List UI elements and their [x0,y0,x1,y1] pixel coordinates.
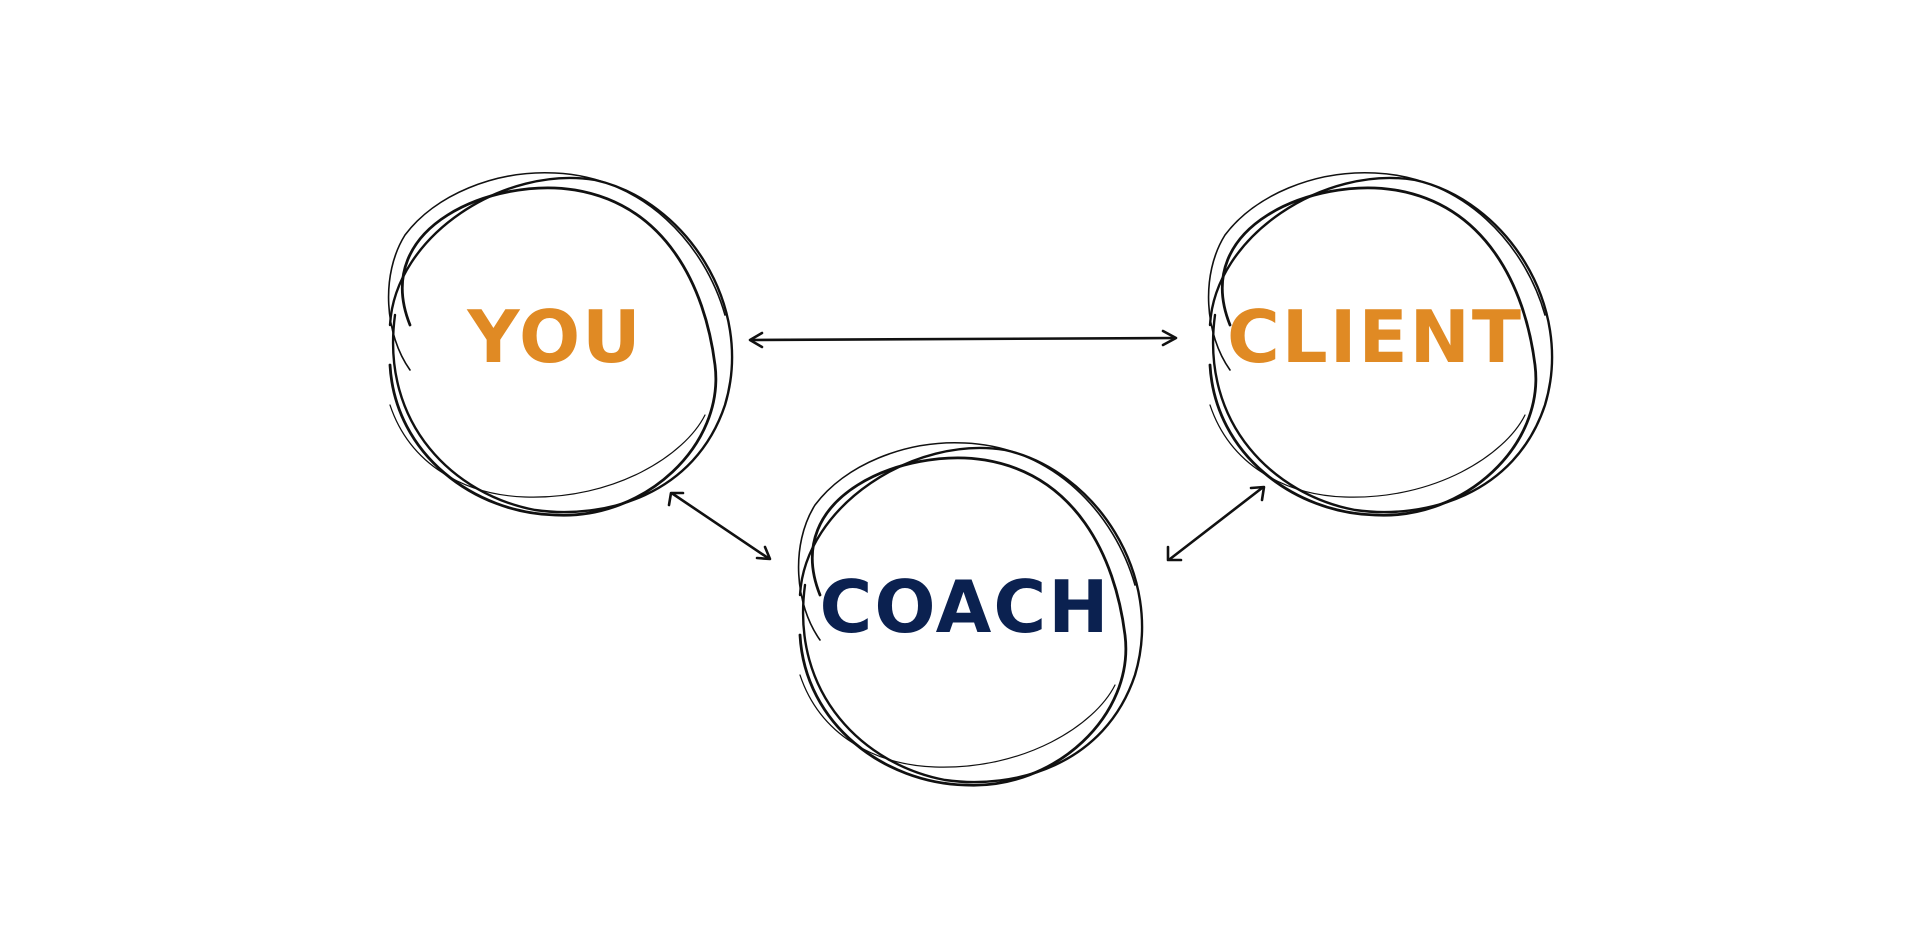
edge-client-coach [1166,485,1266,562]
node-coach-sketch-circle [797,441,1144,787]
node-client: CLIENT [1207,171,1554,517]
edge-you-coach [667,491,772,561]
node-you: YOU [387,171,734,517]
node-you-sketch-circle [387,171,734,517]
edge-you-client [748,329,1178,349]
node-you-label: YOU [466,295,642,379]
node-coach-label: COACH [820,565,1111,649]
node-client-label: CLIENT [1227,295,1523,379]
node-client-sketch-circle [1207,171,1554,517]
node-coach: COACH [797,441,1144,787]
